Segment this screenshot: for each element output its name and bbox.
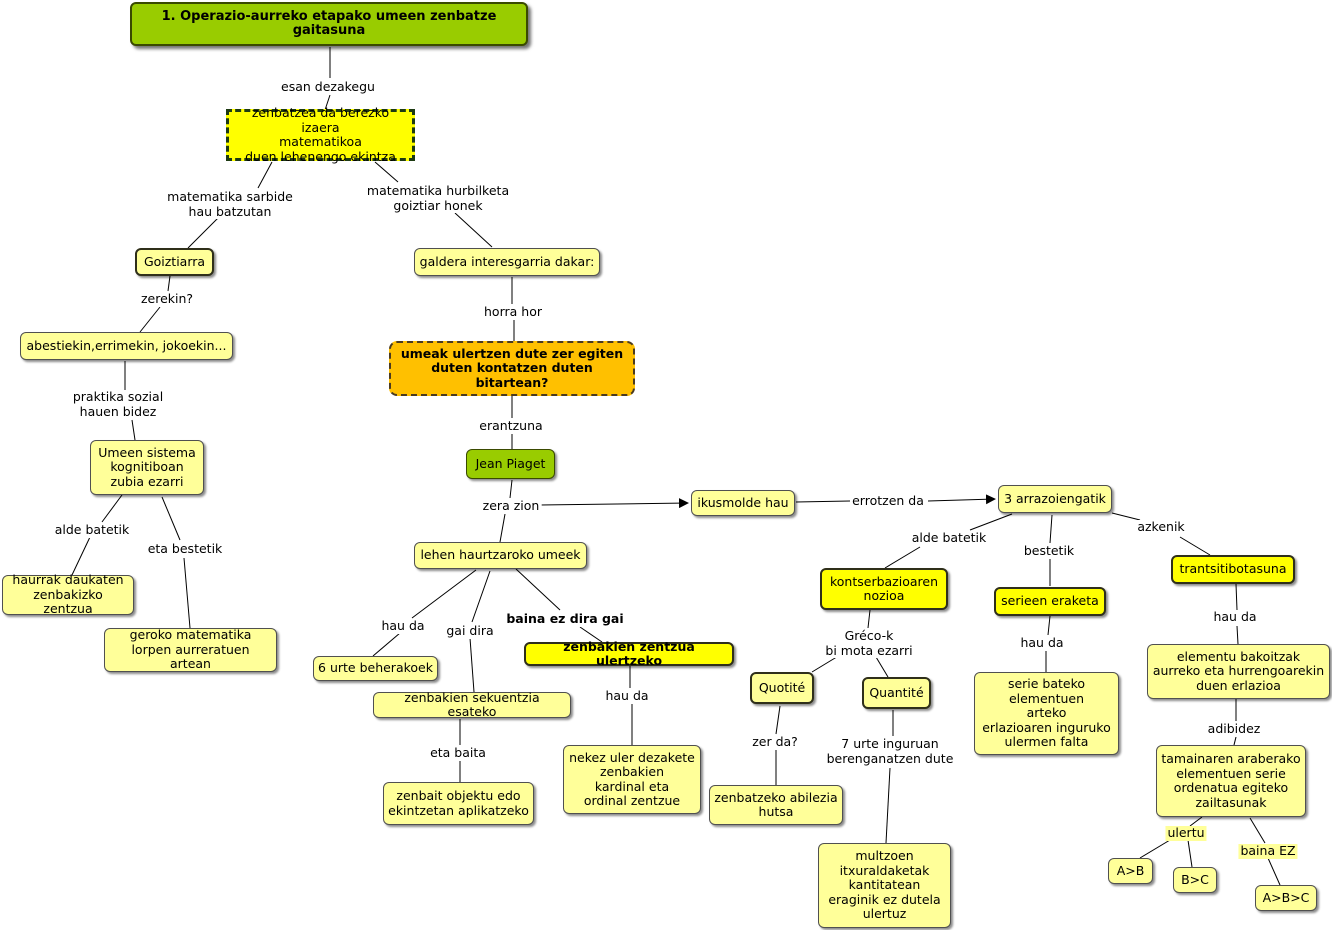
node-elementu: elementu bakoitzak aurreko eta hurrengoa… <box>1147 644 1330 699</box>
node-jean-piaget: Jean Piaget <box>466 449 555 479</box>
link-label-hau-da-4: hau da <box>603 688 651 704</box>
node-multzoen: multzoen itxuraldaketak kantitatean erag… <box>818 843 951 928</box>
link-label-bestetik: bestetik <box>1021 543 1077 559</box>
link-label-ulertu: ulertu <box>1165 825 1207 841</box>
link-label-hurbilketa: matematika hurbilketa goiztiar honek <box>364 183 512 213</box>
link-label-alde-batetik-1: alde batetik <box>52 522 132 538</box>
node-quotite: Quotité <box>750 672 814 704</box>
node-haurrak: haurrak daukaten zenbakizko zentzua <box>2 573 134 616</box>
node-abestiekin: abestiekin,errimekin, jokoekin... <box>20 332 233 360</box>
node-tamainaren: tamainaren araberako elementuen serie or… <box>1156 745 1306 817</box>
node-a-gt-b: A>B <box>1108 858 1153 884</box>
title-node: 1. Operazio-aurreko etapako umeen zenbat… <box>130 2 528 46</box>
node-umeak-question: umeak ulertzen dute zer egiten duten kon… <box>389 341 635 396</box>
node-objektu: zenbait objektu edo ekintzetan aplikatze… <box>383 782 534 825</box>
link-label-adibidez: adibidez <box>1205 721 1263 737</box>
node-quantite: Quantité <box>862 677 931 709</box>
link-label-praktika: praktika sozial hauen bidez <box>70 389 166 419</box>
node-goiztiarra: Goiztiarra <box>135 248 214 276</box>
node-zenbakien-zentzua: zenbakien zentzua ulertzeko <box>524 639 734 668</box>
link-label-alde-batetik-2: alde batetik <box>909 530 989 546</box>
node-trantsitibotasuna: trantsitibotasuna <box>1171 555 1295 584</box>
node-arrazoiak: 3 arrazoiengatik <box>998 485 1112 513</box>
link-label-zerekin: zerekin? <box>138 291 196 307</box>
link-label-hau-da-2: hau da <box>1018 635 1066 651</box>
link-label-greco: Gréco-k bi mota ezarri <box>823 628 915 658</box>
link-label-hau-da-1: hau da <box>379 618 427 634</box>
link-label-zer-da: zer da? <box>750 734 800 750</box>
link-label-horra-hor: horra hor <box>482 304 544 320</box>
link-label-erantzuna: erantzuna <box>477 418 545 434</box>
link-label-hau-da-3: hau da <box>1211 609 1259 625</box>
node-a-gt-b-gt-c: A>B>C <box>1255 885 1317 911</box>
node-sei-urte: 6 urte beherakoek <box>313 656 438 681</box>
node-lehen-haurtzaroko: lehen haurtzaroko umeek <box>414 542 587 569</box>
node-abilezia: zenbatzeko abilezia hutsa <box>709 785 843 825</box>
link-label-azkenik: azkenik <box>1135 519 1187 535</box>
node-b-gt-c: B>C <box>1173 867 1217 893</box>
link-label-eta-baita: eta baita <box>428 745 488 761</box>
link-label-sarbide: matematika sarbide hau batzutan <box>165 189 295 219</box>
node-serie-bateko: serie bateko elementuen arteko erlazioar… <box>974 672 1119 755</box>
node-nekez: nekez uler dezakete zenbakien kardinal e… <box>563 745 701 814</box>
link-label-baina-ez-dira-gai: baina ez dira gai <box>504 611 626 627</box>
node-galdera: galdera interesgarria dakar: <box>414 248 600 276</box>
link-label-zera-zion: zera zion <box>480 498 542 514</box>
link-label-eta-bestetik: eta bestetik <box>145 541 225 557</box>
node-umeen-sistema: Umeen sistema kognitiboan zubia ezarri <box>90 440 204 495</box>
node-sekuentzia: zenbakien sekuentzia esateko <box>373 690 571 719</box>
node-kontserbazioa: kontserbazioaren nozioa <box>820 568 948 610</box>
link-label-zazpi-urte: 7 urte inguruan berenganatzen dute <box>824 736 956 766</box>
node-serieen: serieen eraketa <box>994 587 1106 616</box>
link-label-gai-dira: gai dira <box>444 623 496 639</box>
node-geroko: geroko matematika lorpen aurreratuen art… <box>104 628 277 672</box>
link-label-baina-ez: baina EZ <box>1238 843 1298 859</box>
link-label-esan-dezakegu: esan dezakegu <box>279 79 377 95</box>
node-ikusmolde: ikusmolde hau <box>691 490 795 516</box>
link-label-errotzen: errotzen da <box>850 493 926 509</box>
node-zenbatzea: zenbatzea da berezko izaera matematikoa … <box>226 105 415 163</box>
